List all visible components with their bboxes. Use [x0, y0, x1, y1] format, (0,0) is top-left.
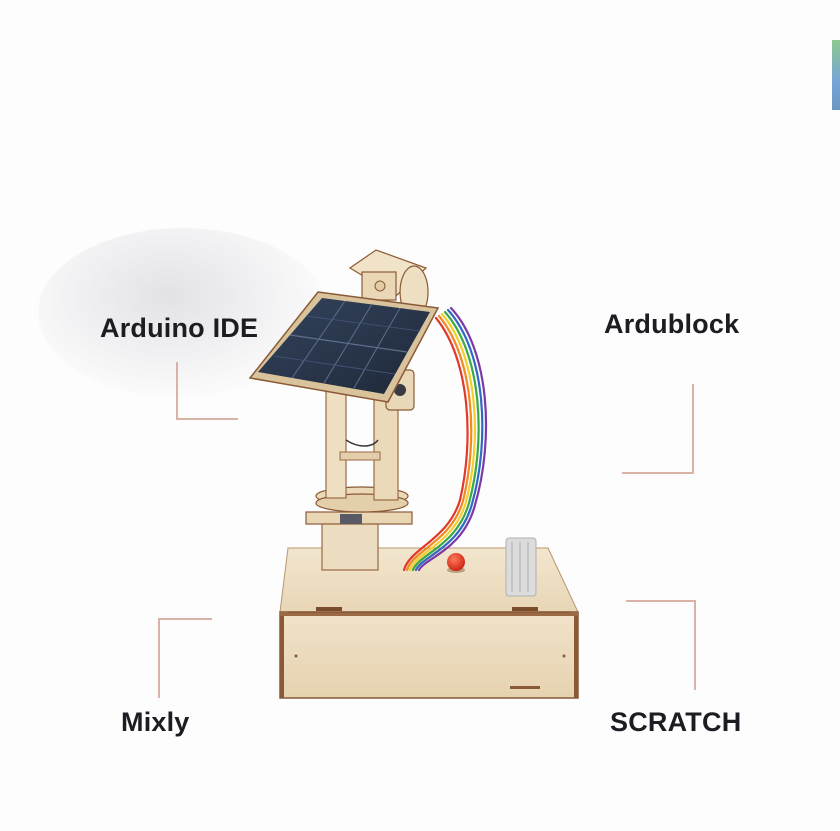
label-ardublock: Ardublock — [604, 309, 740, 339]
column-wire — [345, 439, 379, 447]
edge-color-strip — [832, 40, 840, 110]
label-scratch: SCRATCH — [610, 707, 742, 737]
switch-block — [505, 537, 537, 597]
label-arduino-ide: Arduino IDE — [100, 313, 259, 343]
gimbal-bracket — [348, 249, 429, 319]
led-light — [447, 553, 465, 573]
bracket-top-left — [176, 362, 238, 420]
base-box — [279, 547, 579, 699]
bracket-bottom-right — [626, 600, 696, 690]
bracket-top-right — [622, 384, 694, 474]
solar-panel — [248, 291, 440, 403]
bracket-bottom-left — [158, 618, 212, 698]
label-mixly: Mixly — [121, 707, 190, 737]
solar-tracker-kit-image — [248, 249, 579, 699]
column — [325, 369, 415, 501]
ribbon-cable — [402, 306, 488, 572]
